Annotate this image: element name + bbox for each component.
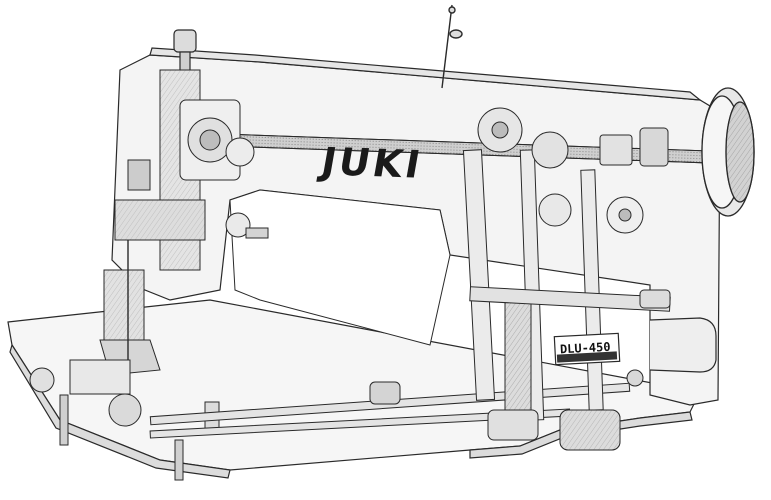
bed-mechanism-left [29, 359, 220, 481]
side-lever [649, 317, 717, 373]
vertical-linkage [462, 149, 604, 421]
head-mechanism [114, 69, 269, 271]
model-plate: DLU-450 [553, 332, 621, 366]
handwheel[interactable] [701, 87, 755, 217]
tension-assembly [469, 107, 671, 312]
model-plate-label: DLU-450 [560, 340, 611, 357]
thread-stand-rod [441, 4, 463, 89]
presser-lifter-knob[interactable] [173, 29, 197, 73]
brand-logo: JUKI [315, 140, 426, 187]
hook-assembly [487, 369, 644, 451]
